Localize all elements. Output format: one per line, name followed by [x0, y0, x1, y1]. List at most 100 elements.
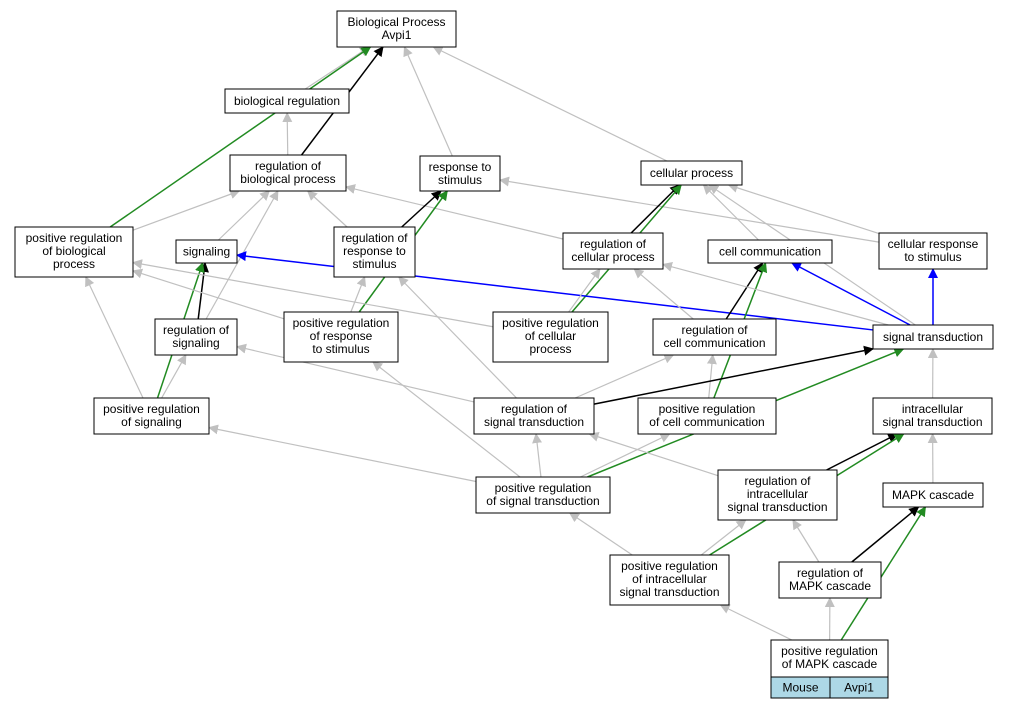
- edge-is-a: [568, 268, 601, 313]
- edge-regulates: [725, 262, 764, 320]
- node-box: [717, 469, 838, 521]
- node-label-line: stimulus: [352, 257, 396, 271]
- node-positive-regulation-of-biological-process[interactable]: positive regulation of biological proces…: [14, 226, 134, 278]
- node-cellular-response-to-stimulus[interactable]: cellular response to stimulus: [878, 232, 988, 270]
- node-label-line: MAPK cascade: [892, 488, 974, 502]
- node-box: [473, 397, 595, 435]
- node-box: [154, 318, 238, 356]
- edge-is-a: [727, 183, 880, 235]
- node-label-line: of MAPK cascade: [782, 657, 878, 671]
- node-label-line: to stimulus: [904, 250, 961, 264]
- edge-is-a: [499, 176, 880, 243]
- node-positive-regulation-of-cellular-process[interactable]: positive regulation of cellular process: [492, 311, 609, 363]
- edge-regulates: [401, 190, 442, 228]
- node-biological-process-avpi1[interactable]: Biological Process Avpi1: [336, 10, 457, 48]
- node-label-line: positive regulation: [495, 481, 592, 495]
- edge-is-a: [218, 190, 271, 241]
- node-label-line: positive regulation: [781, 644, 878, 658]
- node-label-line: cellular process: [571, 250, 654, 264]
- node-signaling[interactable]: signaling: [175, 239, 238, 264]
- node-box: [283, 311, 399, 363]
- node-cell-communication[interactable]: cell communication: [707, 239, 833, 264]
- node-box: [640, 160, 743, 186]
- node-box: [14, 226, 134, 278]
- node-layer: Biological Process Avpi1 biological regu…: [14, 10, 994, 699]
- node-label-line: cell communication: [663, 336, 765, 350]
- node-label-line: of signaling: [121, 415, 182, 429]
- node-regulation-of-cellular-process[interactable]: regulation of cellular process: [562, 232, 664, 270]
- edge-is-a: [633, 268, 694, 320]
- node-regulation-of-biological-process[interactable]: regulation of biological process: [229, 154, 347, 192]
- edge-is-a: [398, 276, 517, 399]
- node-label-line: cell communication: [719, 245, 821, 259]
- node-box: [707, 239, 833, 264]
- node-box: [882, 482, 984, 508]
- node-label-line: of intracellular: [632, 572, 707, 586]
- node-positive-regulation-of-signaling[interactable]: positive regulation of signaling: [93, 397, 210, 435]
- species-gene-legend: Mouse Avpi1: [770, 676, 889, 699]
- node-label-line: signaling: [183, 245, 230, 259]
- node-label-line: biological process: [240, 172, 335, 186]
- node-intracellular-signal-transduction[interactable]: intracellular signal transduction: [872, 397, 993, 435]
- edge-is-a: [532, 433, 543, 478]
- node-label-line: intracellular: [747, 487, 808, 501]
- node-response-to-stimulus[interactable]: response to stimulus: [419, 155, 501, 192]
- node-box: [652, 318, 777, 356]
- edge-is-a: [574, 354, 675, 399]
- edge-regulates: [593, 345, 874, 405]
- node-signal-transduction[interactable]: signal transduction: [872, 324, 994, 350]
- node-label-line: process: [53, 257, 95, 271]
- edge-positively-regulates: [109, 46, 372, 228]
- node-label-line: of signal transduction: [486, 494, 599, 508]
- edge-is-a: [372, 361, 521, 478]
- node-label-line: regulation of: [797, 566, 864, 580]
- node-positive-regulation-of-intracellular-signal-transduction[interactable]: positive regulation of intracellular sig…: [609, 554, 730, 606]
- edge-regulates: [630, 184, 681, 234]
- node-regulation-of-mapk-cascade[interactable]: regulation of MAPK cascade: [778, 561, 882, 599]
- node-box: [333, 226, 416, 278]
- node-positive-regulation-of-response-to-stimulus[interactable]: positive regulation of response to stimu…: [283, 311, 399, 363]
- node-regulation-of-intracellular-signal-transduction[interactable]: regulation of intracellular signal trans…: [717, 469, 838, 521]
- node-regulation-of-response-to-stimulus[interactable]: regulation of response to stimulus: [333, 226, 416, 278]
- node-label-line: signal transduction: [883, 330, 983, 344]
- node-label-line: of biological: [42, 244, 105, 258]
- edge-is-a: [306, 190, 348, 228]
- node-cellular-process[interactable]: cellular process: [640, 160, 743, 186]
- node-label-line: to stimulus: [312, 342, 369, 356]
- node-label-line: response to: [429, 160, 492, 174]
- node-label-line: process: [529, 342, 571, 356]
- node-label-line: response to: [343, 244, 406, 258]
- node-label-line: regulation of: [163, 323, 230, 337]
- node-positive-regulation-of-mapk-cascade[interactable]: positive regulation of MAPK cascade Mous…: [770, 639, 889, 699]
- edge-is-a: [568, 512, 633, 556]
- node-label-line: intracellular: [902, 402, 963, 416]
- node-label-line: of response: [310, 329, 373, 343]
- node-regulation-of-signaling[interactable]: regulation of signaling: [154, 318, 238, 356]
- node-regulation-of-signal-transduction[interactable]: regulation of signal transduction: [473, 397, 595, 435]
- node-label-line: of cellular: [525, 329, 576, 343]
- node-label-line: Avpi1: [382, 28, 412, 42]
- node-box: [872, 324, 994, 350]
- node-box: [878, 232, 988, 270]
- node-positive-regulation-of-signal-transduction[interactable]: positive regulation of signal transducti…: [475, 476, 611, 514]
- edge-is-a: [161, 354, 187, 399]
- node-box: [475, 476, 611, 514]
- node-regulation-of-cell-communication[interactable]: regulation of cell communication: [652, 318, 777, 356]
- edge-is-a: [432, 46, 668, 162]
- node-label-line: MAPK cascade: [789, 579, 871, 593]
- node-mapk-cascade[interactable]: MAPK cascade: [882, 482, 984, 508]
- node-label-line: regulation of: [681, 323, 748, 337]
- node-label-line: positive regulation: [659, 402, 756, 416]
- node-label-line: Biological Process: [347, 15, 445, 29]
- node-label-line: positive regulation: [502, 316, 599, 330]
- node-biological-regulation[interactable]: biological regulation: [224, 88, 350, 114]
- node-label-line: signal transduction: [727, 500, 827, 514]
- edge-is-a: [403, 46, 453, 157]
- node-box: [609, 554, 730, 606]
- edge-is-a: [662, 261, 889, 326]
- edge-is-a: [208, 424, 477, 483]
- node-box: [419, 155, 501, 192]
- edge-is-a: [588, 432, 719, 477]
- node-positive-regulation-of-cell-communication[interactable]: positive regulation of cell communicatio…: [637, 397, 777, 435]
- species-label: Mouse: [782, 681, 818, 695]
